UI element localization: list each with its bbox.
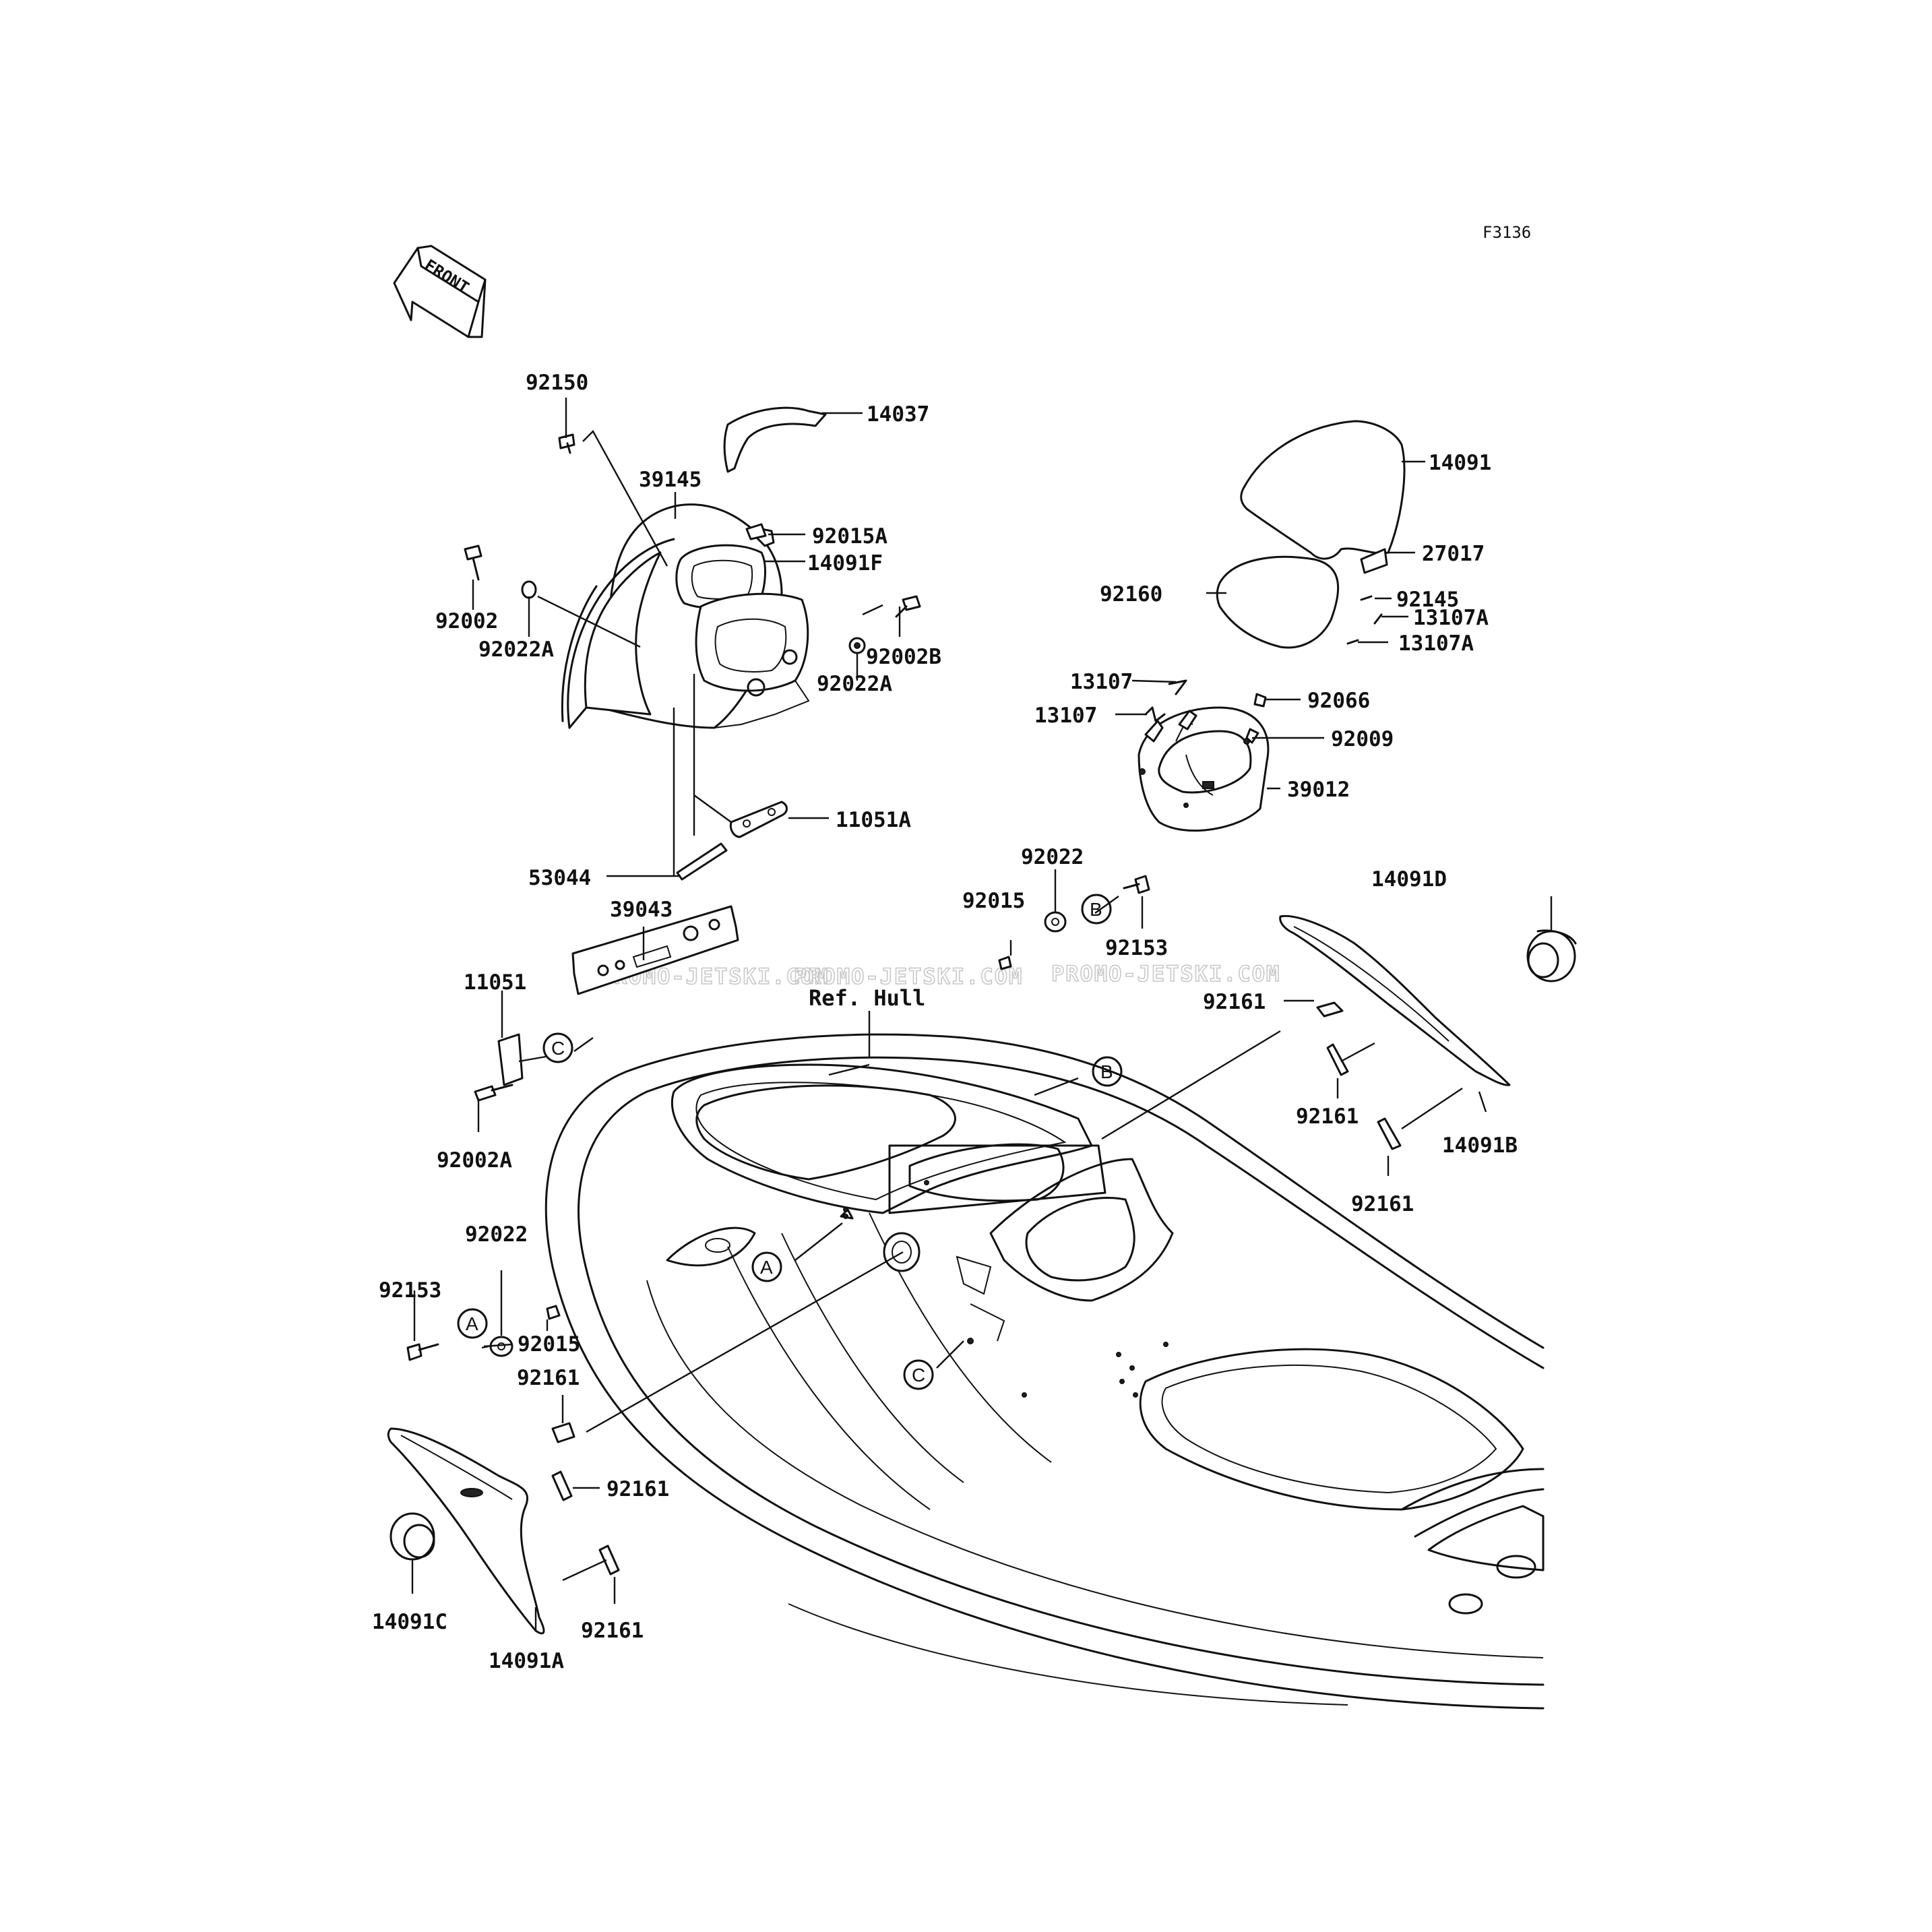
svg-text:B: B: [1090, 899, 1102, 920]
part-label: 92161: [581, 1619, 644, 1643]
svg-text:C: C: [551, 1038, 565, 1059]
part-label: 92022: [1021, 845, 1084, 869]
rod-53044: [676, 842, 728, 881]
svg-text:A: A: [466, 1313, 478, 1334]
grommet-14091c: [389, 1512, 435, 1561]
part-label: 92153: [379, 1278, 441, 1303]
part-label: 53044: [528, 866, 591, 890]
part-label: 14037: [867, 402, 929, 427]
screw-92066: [1253, 693, 1267, 708]
svg-text:A: A: [760, 1257, 773, 1278]
sticker-92161-l2: [551, 1470, 573, 1501]
hull-drawing: [544, 1033, 1545, 1710]
part-label: 92015A: [812, 524, 887, 549]
watermark: PROMO-JETSKI.COM PROMO-JETSKI.COM PROMO-…: [599, 960, 1280, 990]
label-27017: [1360, 548, 1388, 574]
part-label: 14091D: [1371, 867, 1447, 892]
grommet-14091d: [1526, 929, 1577, 983]
callout-b-upper: B: [1081, 894, 1112, 925]
part-label: 92002B: [866, 645, 941, 669]
bin-39012: [1138, 706, 1270, 832]
part-label: 92002: [435, 609, 498, 633]
bracket-11051a: [729, 801, 788, 838]
part-label: 92015: [962, 889, 1025, 913]
part-label: 92161: [1296, 1104, 1359, 1129]
deck-holes: [843, 1180, 1168, 1398]
part-label: 92161: [1351, 1192, 1414, 1216]
part-label: 14091C: [372, 1610, 447, 1634]
part-label: 11051A: [836, 808, 911, 832]
part-label: 92022: [465, 1222, 528, 1247]
part-label: 39145: [639, 468, 702, 492]
part-label: 39012: [1287, 778, 1350, 802]
front-arrow-label: FRONT: [421, 255, 472, 297]
svg-text:PROMO-JETSKI.COM: PROMO-JETSKI.COM: [794, 964, 1023, 989]
part-label: 92002A: [437, 1148, 512, 1173]
callout-c-hull: C: [903, 1359, 934, 1390]
front-arrow-icon: FRONT: [393, 245, 487, 338]
part-labels: 92150 14037 39145 92015A 14091F 92002 92…: [372, 371, 1518, 1673]
part-label: 13107: [1070, 670, 1133, 694]
leader-lines: [411, 398, 1553, 1631]
part-label: 13107A: [1398, 631, 1474, 656]
cover-14091a: [387, 1427, 545, 1635]
handlebar-cover: [561, 406, 827, 729]
part-label: 11051: [464, 970, 526, 995]
part-label: 92015: [518, 1332, 580, 1357]
part-label: 14091A: [489, 1649, 564, 1673]
part-label: 14091F: [807, 551, 883, 575]
pad-92160: [1216, 555, 1340, 649]
sticker-92161-l1: [551, 1422, 575, 1443]
clips-13107: [1144, 595, 1383, 722]
callout-a-left: A: [457, 1308, 488, 1339]
plate-39043: [571, 905, 739, 995]
svg-text:B: B: [1100, 1061, 1113, 1082]
part-label: 27017: [1422, 542, 1485, 566]
callout-b-hull: B: [1092, 1056, 1123, 1087]
figure-code: F3136: [1483, 223, 1531, 242]
reference-hull-label: Ref. Hull: [809, 985, 925, 1011]
part-label: 92160: [1100, 582, 1162, 606]
part-label: 92161: [517, 1366, 580, 1390]
sticker-92161-r1: [1316, 1001, 1344, 1018]
svg-text:PROMO-JETSKI.COM: PROMO-JETSKI.COM: [1051, 961, 1280, 987]
part-label: 14091B: [1442, 1133, 1518, 1158]
sticker-92161-r3: [1377, 1117, 1402, 1150]
sticker-92161-l3: [598, 1545, 620, 1576]
part-label: 92161: [1203, 990, 1266, 1014]
part-label: 92153: [1105, 936, 1168, 960]
part-label: 92145: [1396, 588, 1459, 612]
part-label: 92009: [1331, 727, 1394, 751]
hardware-left: [406, 433, 1150, 1361]
part-label: 13107: [1034, 704, 1097, 728]
part-label: 92022A: [478, 637, 554, 662]
part-label: 13107A: [1413, 606, 1489, 630]
part-label: 92022A: [817, 672, 892, 696]
part-label: 92150: [526, 371, 588, 395]
part-label: 14091: [1429, 451, 1491, 475]
screw-92009: [1245, 728, 1259, 744]
cover-14091: [1240, 420, 1406, 560]
callout-c-upper: C: [542, 1032, 573, 1063]
svg-text:C: C: [912, 1365, 925, 1385]
part-label: 39043: [610, 898, 673, 922]
part-label: 92066: [1307, 689, 1370, 713]
cover-14091b: [1279, 914, 1511, 1086]
sticker-92161-r2: [1326, 1043, 1349, 1076]
plate-11051: [497, 1033, 524, 1086]
part-label: 92161: [606, 1477, 669, 1501]
callout-a-hull: A: [751, 1251, 782, 1282]
